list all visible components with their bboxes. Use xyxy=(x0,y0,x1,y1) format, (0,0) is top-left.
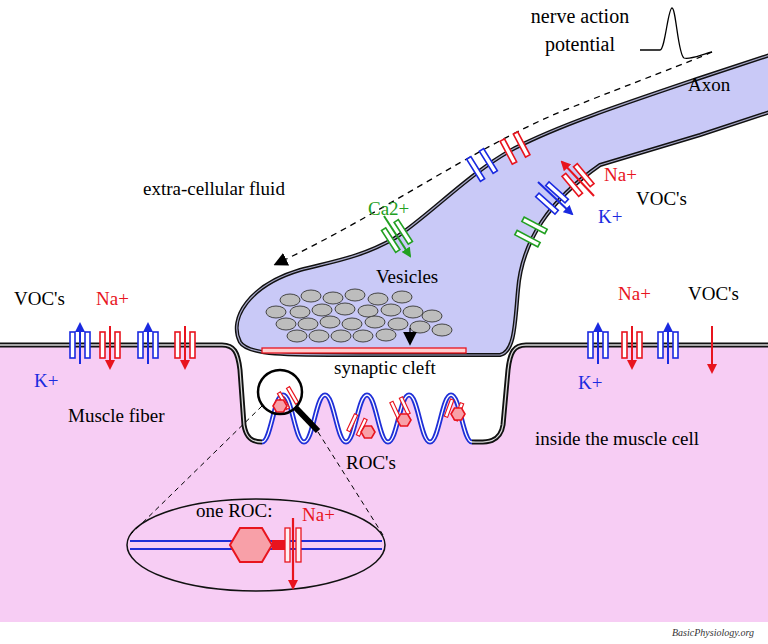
membrane-path xyxy=(262,395,472,442)
node-text: one ROC: xyxy=(196,500,273,522)
ion-label: Na+ xyxy=(96,288,129,310)
node-text: Muscle fiber xyxy=(68,405,165,427)
ion-label: K+ xyxy=(598,206,622,228)
channel-label: VOC's xyxy=(688,283,739,305)
channel-label: ROC's xyxy=(346,452,396,474)
membrane-path xyxy=(237,55,768,355)
membrane-path xyxy=(0,345,262,442)
node-text: Vesicles xyxy=(376,266,438,288)
membrane-path xyxy=(237,55,768,355)
ion-label: Na+ xyxy=(604,164,637,186)
membrane-path xyxy=(0,345,768,622)
region-label: extra-cellular fluid xyxy=(143,178,285,200)
signal-label: nerve action potential xyxy=(505,2,655,58)
ion-label: Na+ xyxy=(302,504,335,526)
membrane-path xyxy=(472,345,768,442)
ion-label: K+ xyxy=(578,372,602,394)
ion-label: K+ xyxy=(34,370,58,392)
membrane-path xyxy=(262,395,472,442)
roc-inset: one ROC: xyxy=(126,498,386,592)
channel-label: VOC's xyxy=(636,188,687,210)
membrane-path xyxy=(0,345,262,442)
membrane-path xyxy=(472,345,768,442)
ion-label: Na+ xyxy=(618,283,651,305)
membrane-path xyxy=(237,55,768,355)
node-text: inside the muscle cell xyxy=(535,428,699,450)
node-text: Axon xyxy=(688,74,730,96)
watermark: BasicPhysiology.org xyxy=(672,627,754,639)
channel-label: VOC's xyxy=(14,288,65,310)
action-potential-spike xyxy=(640,8,712,58)
ion-label: Ca2+ xyxy=(368,198,409,220)
axon-terminal-shape xyxy=(237,55,768,355)
region-label: synaptic cleft xyxy=(334,357,436,379)
muscle-fiber-shape xyxy=(0,345,768,622)
inset-ellipse xyxy=(127,499,385,591)
